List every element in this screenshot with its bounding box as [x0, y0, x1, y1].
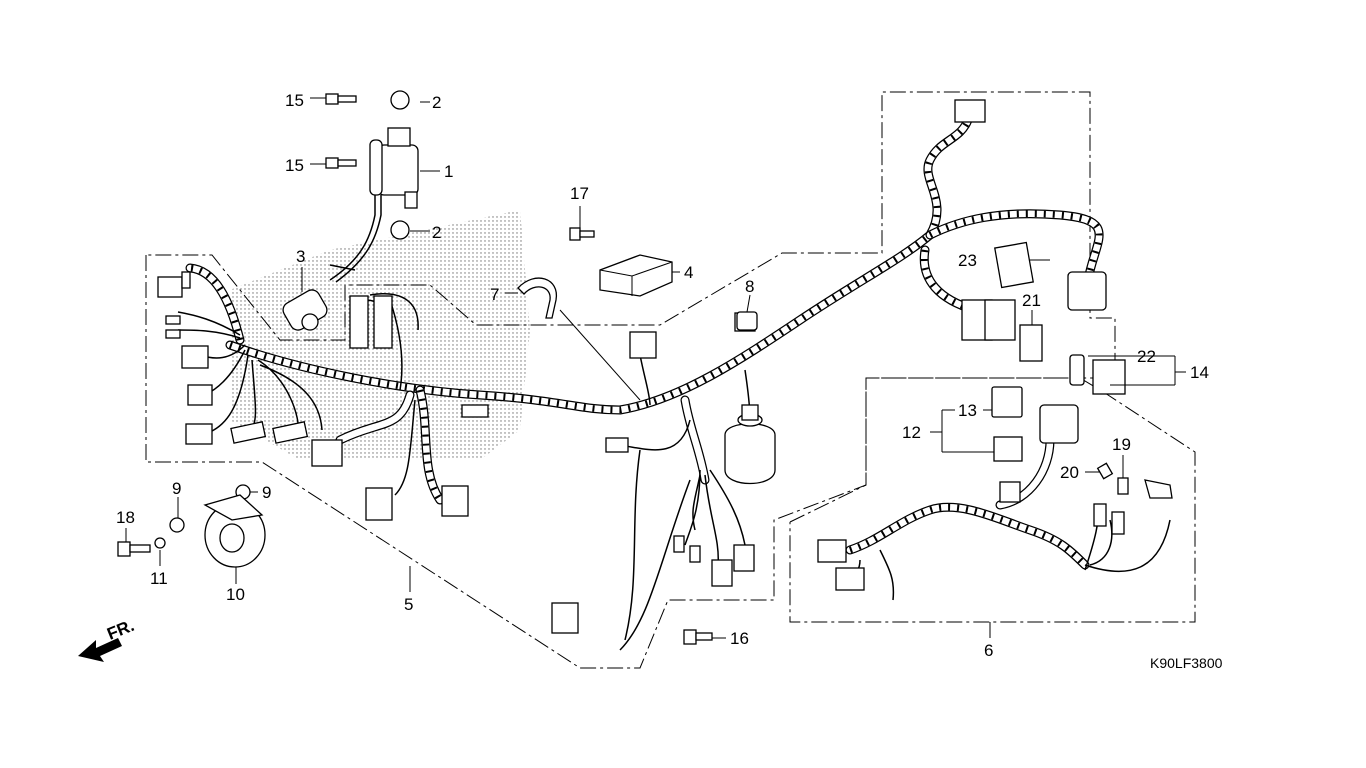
callout-3: 3 [296, 247, 305, 266]
callout-21: 21 [1022, 291, 1041, 310]
callout-16: 16 [730, 629, 749, 648]
fuse-19 [1117, 477, 1129, 495]
relay-unit [599, 254, 673, 297]
callout-15: 15 [285, 156, 304, 175]
washer-icon [154, 537, 166, 549]
grommet-icon [736, 311, 758, 331]
washer-icon [169, 517, 185, 533]
callout-2: 2 [432, 223, 441, 242]
main-harness-outline [145, 91, 1116, 669]
coupler-14 [1092, 359, 1126, 395]
branch-wires [177, 264, 751, 651]
bolt-icon [117, 541, 151, 557]
leader-lines [125, 97, 1186, 639]
harness-band [517, 277, 557, 319]
callout-22: 23 [958, 251, 977, 270]
callout-9: 9 [262, 483, 271, 502]
callout-12: 12 [902, 423, 921, 442]
diagram-code: K90LF3800 [1150, 655, 1223, 671]
sub-wire-harness [817, 404, 1173, 601]
front-direction-arrow: FR. [78, 616, 137, 662]
callout-4: 4 [684, 263, 693, 282]
bolt-icon [325, 93, 357, 105]
callout-14: 14 [1190, 363, 1209, 382]
coupler-21 [1019, 324, 1043, 362]
main-wire-harness [185, 115, 1104, 505]
callout-5: 5 [404, 595, 413, 614]
nut-icon [390, 220, 410, 240]
connectors-left [157, 271, 489, 521]
callout-8: 8 [745, 277, 754, 296]
callout-20: 20 [1060, 463, 1079, 482]
callout-9: 9 [172, 479, 181, 498]
callout-18: 18 [116, 508, 135, 527]
callout-labels: 15 2 1 15 2 3 17 4 7 8 23 21 22 14 13 12… [116, 91, 1209, 660]
front-arrow-label: FR. [104, 616, 137, 644]
condenser-canister [724, 404, 776, 485]
callout-1: 1 [444, 162, 453, 181]
callout-13: 13 [958, 401, 977, 420]
ignition-coil [329, 127, 419, 283]
spark-plug-cap [282, 289, 328, 331]
callout-19: 19 [1112, 435, 1131, 454]
callout-17: 17 [570, 184, 589, 203]
relay-13 [991, 386, 1023, 418]
callout-23: 22 [1137, 347, 1156, 366]
coupler-23-small [1069, 354, 1085, 386]
callout-15: 15 [285, 91, 304, 110]
callout-11: 11 [150, 569, 168, 588]
callout-7: 7 [490, 285, 499, 304]
callout-6: 6 [984, 641, 993, 660]
connectors-right-upper [551, 99, 1107, 634]
callout-10: 10 [226, 585, 245, 604]
bolt-icon [325, 157, 357, 169]
coupler-22 [994, 241, 1034, 289]
fuse-20 [1096, 462, 1114, 480]
callout-2: 2 [432, 93, 441, 112]
relay-12-socket [993, 436, 1023, 462]
horn [203, 494, 266, 568]
bolt-icon [683, 629, 713, 645]
nut-icon [390, 90, 410, 110]
screw-icon [569, 227, 595, 241]
